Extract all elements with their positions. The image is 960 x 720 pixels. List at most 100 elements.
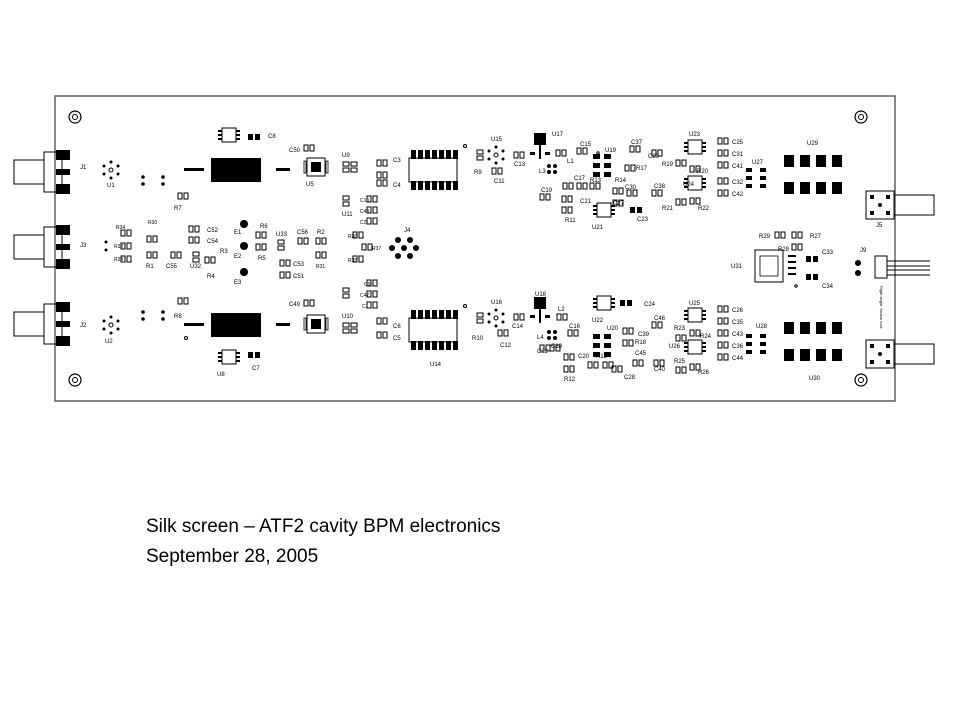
refdes-c54: C54: [207, 239, 219, 245]
refdes-r13: R13: [590, 178, 602, 184]
refdes-r20: R20: [697, 169, 709, 175]
refdes-r4: R4: [207, 274, 215, 280]
refdes-r11: R11: [565, 218, 576, 224]
refdes-c45: C45: [635, 351, 647, 357]
refdes-u20: U20: [607, 326, 619, 332]
edge-note: Right angle, friction lock: [879, 286, 884, 328]
refdes-u16: U16: [491, 300, 503, 306]
refdes-r2: R2: [317, 230, 325, 236]
refdes-u25: U25: [689, 301, 701, 307]
refdes-c28: C28: [624, 375, 636, 381]
ic-u20: [593, 334, 611, 357]
refdes-r6: R6: [260, 224, 268, 230]
refdes-r26: R26: [698, 370, 710, 376]
refdes-c32: C32: [732, 180, 744, 186]
refdes-e1: E1: [234, 230, 242, 236]
refdes-c19: C19: [541, 188, 553, 194]
refdes-c14: C14: [512, 324, 524, 330]
refdes-u14: U14: [430, 362, 442, 368]
refdes-c39: C39: [638, 332, 650, 338]
refdes-c8: C8: [268, 134, 276, 140]
refdes-u23: U23: [689, 132, 701, 138]
refdes-c41: C41: [732, 164, 744, 170]
refdes-c49: C49: [289, 302, 301, 308]
refdes-r31: R31: [316, 264, 325, 270]
refdes-u18: U18: [535, 292, 547, 298]
refdes-c56: C56: [297, 230, 309, 236]
refdes-c37: C37: [631, 140, 643, 146]
refdes-c44: C44: [732, 356, 744, 362]
refdes-c42: C42: [732, 192, 744, 198]
refdes-u30: U30: [809, 376, 821, 382]
refdes-c15: C15: [580, 142, 592, 148]
caption-date: September 28, 2005: [146, 546, 319, 567]
refdes-r33: R33: [114, 257, 123, 263]
refdes-c17: C17: [574, 176, 586, 182]
refdes-r23: R23: [674, 326, 686, 332]
refdes-c40: C40: [654, 367, 666, 373]
refdes-r3: R3: [220, 249, 228, 255]
refdes-c43: C43: [732, 332, 744, 338]
refdes-c27: C27: [613, 201, 625, 207]
refdes-c26: C26: [732, 308, 744, 314]
refdes-u10: U10: [342, 314, 354, 320]
refdes-u26: U26: [669, 344, 681, 350]
refdes-c47: C47: [360, 293, 369, 299]
refdes-c16: C16: [569, 324, 581, 330]
refdes-r21: R21: [662, 206, 674, 212]
refdes-c13: C13: [514, 162, 526, 168]
refdes-c11: C11: [494, 179, 505, 185]
refdes-u17: U17: [552, 132, 564, 138]
board-outline: [54, 95, 896, 402]
refdes-c29: C29: [648, 154, 660, 160]
refdes-u22: U22: [592, 318, 604, 324]
refdes-u33: U33: [276, 232, 288, 238]
refdes-c3: C3: [393, 158, 401, 164]
sma-connector-j1: [13, 149, 71, 195]
refdes-c46: C46: [654, 316, 666, 322]
refdes-r37: R37: [372, 246, 381, 252]
refdes-c21: C21: [580, 199, 592, 205]
refdes-c4: C4: [393, 183, 401, 189]
refdes-c24: C24: [644, 302, 656, 308]
refdes-u9: U9: [342, 153, 350, 159]
sma-connector-j3: [13, 224, 71, 270]
refdes-u24: U24: [683, 182, 695, 188]
refdes-c5: C5: [393, 336, 401, 342]
refdes-r7: R7: [174, 206, 182, 212]
refdes-r22: R22: [698, 206, 710, 212]
refdes-r30: R30: [148, 220, 157, 226]
refdes-c22: C22: [537, 349, 549, 355]
refdes-c36: C36: [732, 344, 744, 350]
refdes-r8: R8: [174, 314, 182, 320]
refdes-r1: R1: [146, 264, 154, 270]
refdes-u32: U32: [190, 264, 202, 270]
refdes-c9: C9: [364, 282, 371, 288]
refdes-j9: J9: [860, 248, 867, 254]
connector-j4: [389, 237, 419, 259]
refdes-r29: R29: [759, 234, 771, 240]
refdes-l4: L4: [537, 335, 544, 341]
refdes-c2: C2: [360, 220, 367, 226]
refdes-u11: U11: [342, 212, 353, 218]
refdes-c25: C25: [732, 140, 744, 146]
refdes-r19: R19: [662, 162, 674, 168]
ic-u27: [746, 168, 766, 188]
sma-connector-j5: [865, 190, 935, 220]
refdes-r28: R28: [778, 247, 790, 253]
refdes-u1: U1: [107, 183, 115, 189]
refdes-c23: C23: [637, 217, 649, 223]
refdes-r35: R35: [348, 258, 357, 264]
refdes-c51: C51: [293, 274, 305, 280]
refdes-c10: C10: [360, 198, 369, 204]
refdes-r9: R9: [474, 170, 482, 176]
refdes-u15: U15: [491, 137, 503, 143]
refdes-r24: R24: [700, 334, 712, 340]
refdes-j4: J4: [404, 228, 411, 234]
refdes-r5: R5: [258, 256, 266, 262]
refdes-u2: U2: [105, 339, 113, 345]
refdes-c31: C31: [732, 152, 744, 158]
refdes-c48: C48: [360, 209, 369, 215]
refdes-r25: R25: [674, 359, 686, 365]
